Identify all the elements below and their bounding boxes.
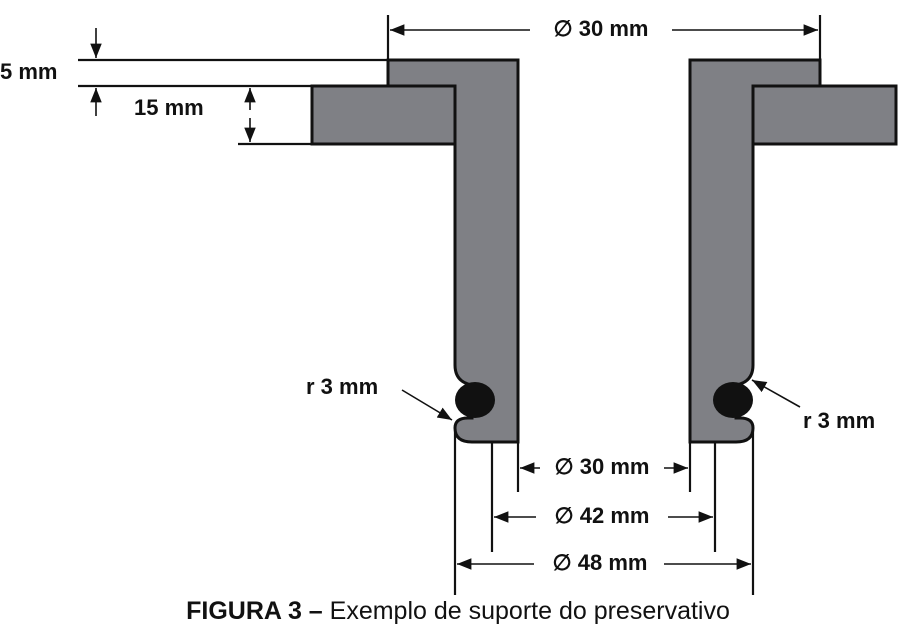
inner-diameter-label: ∅ 30 mm	[555, 454, 650, 479]
groove-diameter-label: ∅ 42 mm	[555, 503, 650, 528]
figure-caption-separator: –	[302, 597, 330, 625]
top-diameter-label: ∅ 30 mm	[554, 16, 649, 41]
rim-height-dimension	[78, 28, 388, 116]
left-wall	[386, 58, 520, 444]
left-flange	[310, 84, 457, 146]
left-radius-leader	[401, 389, 453, 421]
left-radius-label: r 3 mm	[306, 374, 378, 399]
flange-height-dimension	[238, 88, 312, 146]
right-radius-label: r 3 mm	[803, 408, 875, 433]
outer-diameter-label: ∅ 48 mm	[553, 550, 648, 575]
figure-caption-label: FIGURA 3	[186, 597, 302, 625]
right-wall	[688, 58, 822, 444]
right-radius-leader	[751, 379, 801, 408]
bottom-extension-lines	[453, 432, 755, 595]
left-o-ring	[455, 382, 495, 418]
top-diameter-dimension	[386, 15, 822, 60]
rim-height-label: 5 mm	[0, 59, 57, 84]
right-flange	[751, 84, 898, 146]
flange-height-label: 15 mm	[134, 95, 204, 120]
right-o-ring	[713, 382, 753, 418]
figure-caption: FIGURA 3 – Exemplo de suporte do preserv…	[186, 597, 730, 625]
figure-caption-text: Exemplo de suporte do preservativo	[330, 597, 730, 625]
